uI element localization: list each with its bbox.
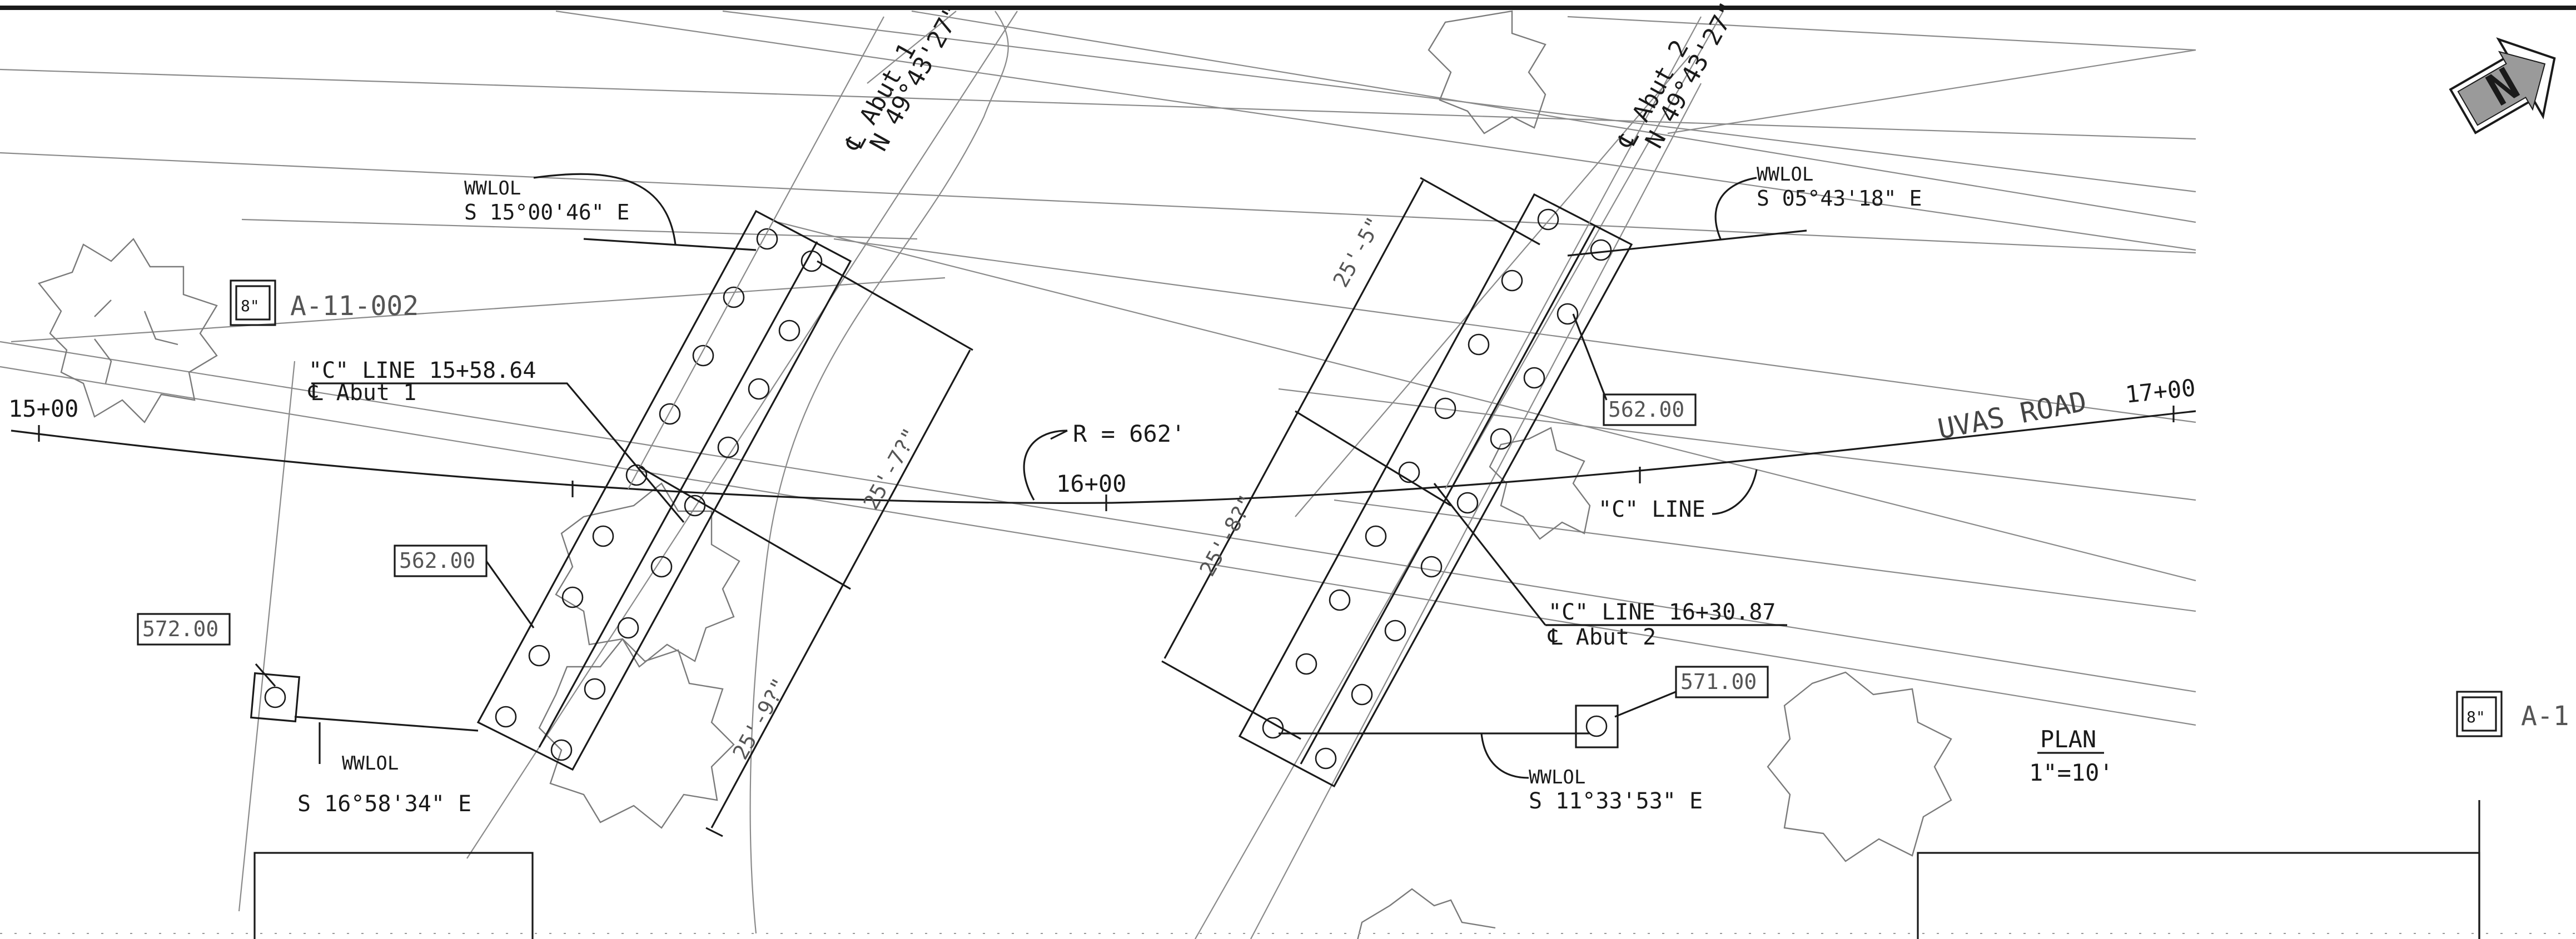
existing-linework xyxy=(0,10,2196,939)
tree-symbols xyxy=(37,10,1952,939)
station-ticks xyxy=(38,406,2175,511)
abut2-centerline xyxy=(1445,16,1702,490)
c-line-station-1-sub: ℄ Abut 1 xyxy=(308,380,416,406)
tree-icon xyxy=(1489,427,1591,540)
plan-scale: 1"=10' xyxy=(2029,759,2113,786)
station-17-label: 17+00 xyxy=(2124,374,2197,408)
abutment-1 xyxy=(476,209,852,771)
tree-icon xyxy=(555,482,740,668)
frame-left xyxy=(253,852,534,939)
wwlol-label: WWLOL xyxy=(1529,766,1585,788)
tree-icon xyxy=(1357,888,1496,939)
elevation-label: 572.00 xyxy=(142,617,218,641)
wwlol-bearing: S 16°58'34" E xyxy=(297,791,471,817)
elevation-label: 562.00 xyxy=(399,548,475,573)
road-name-label: UVAS ROAD xyxy=(1935,385,2089,446)
wwlol-label: WWLOL xyxy=(1757,163,1813,186)
wwlol-bearing: S 11°33'53" E xyxy=(1529,788,1703,814)
c-line-station-2-sub: ℄ Abut 2 xyxy=(1548,625,1656,650)
c-line-label: "C" LINE xyxy=(1598,497,1705,522)
inlet-structure-right xyxy=(1575,705,1619,748)
pipe-size-box-right xyxy=(2456,691,2503,737)
elevation-box xyxy=(1675,666,1769,698)
elevation-label: 571.00 xyxy=(1680,670,1757,694)
inlet-structure-left xyxy=(250,672,301,723)
abutment-2 xyxy=(1238,193,1633,788)
c-line-station-2: "C" LINE 16+30.87 xyxy=(1548,600,1776,625)
frame-right xyxy=(1917,852,2480,939)
wwlol-bearing: S 05°43'18" E xyxy=(1757,186,1922,211)
pipe-size-label: 8" xyxy=(241,297,260,315)
pipe-id-label: A-1 xyxy=(2521,701,2569,732)
dimension-label: 25'-5" xyxy=(1328,213,1386,291)
pipe-id-label: A-11-002 xyxy=(290,291,419,322)
station-15-label: 15+00 xyxy=(8,395,78,422)
tree-icon xyxy=(37,238,218,423)
pipe-size-box-left xyxy=(230,279,276,326)
elevation-box xyxy=(394,545,488,577)
wwlol-label: WWLOL xyxy=(342,752,399,775)
c-line-station-1: "C" LINE 15+58.64 xyxy=(309,358,536,383)
tree-icon xyxy=(1428,10,1546,134)
tree-icon xyxy=(1767,671,1952,862)
wwlol-label: WWLOL xyxy=(464,177,521,199)
abut1-centerline xyxy=(628,16,884,490)
dimension-label: 25'-9?" xyxy=(728,674,792,763)
callout-leaders xyxy=(255,313,1784,718)
north-arrow-icon: N xyxy=(2449,37,2556,134)
plan-title: PLAN xyxy=(2040,726,2096,753)
elevation-box xyxy=(1603,393,1697,426)
wwlol-leaders xyxy=(294,173,1807,779)
dimension-lines xyxy=(639,177,1540,837)
c-line-alignment xyxy=(11,410,2196,504)
pipe-size-label: 8" xyxy=(2466,708,2485,726)
tree-icon xyxy=(538,638,735,829)
station-16-label: 16+00 xyxy=(1056,470,1126,497)
elevation-box xyxy=(137,613,231,646)
wwlol-bearing: S 15°00'46" E xyxy=(464,200,629,224)
elevation-label: 562.00 xyxy=(1608,397,1684,422)
curve-radius-label: R = 662' xyxy=(1073,420,1185,447)
